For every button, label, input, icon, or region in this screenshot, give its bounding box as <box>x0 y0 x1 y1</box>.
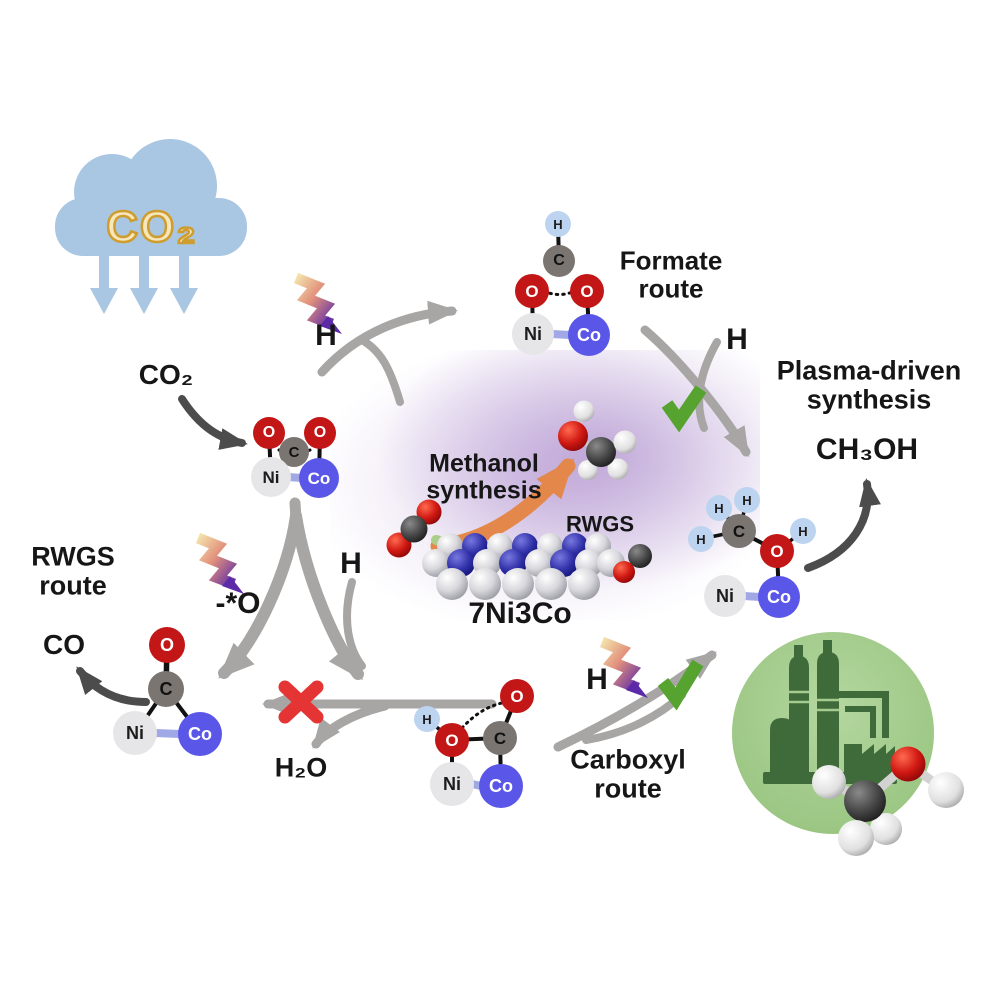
atom-c: C <box>148 671 184 707</box>
minus-o-label: -*O <box>215 587 261 621</box>
carboxyl-route-label: Carboxyl route <box>570 744 686 803</box>
rwgs-route-label: RWGS route <box>31 541 115 600</box>
atom-co: Co <box>178 712 222 756</box>
methanol-3d-top-icon <box>558 400 637 480</box>
atom-o: O <box>500 679 534 713</box>
h2o-label: H₂O <box>274 752 328 783</box>
atom-c: C <box>483 721 517 755</box>
check-icon <box>657 659 704 711</box>
co-label: CO <box>43 629 85 661</box>
atom-ni: Ni <box>704 575 746 617</box>
cloud-arrows-icon <box>90 256 198 314</box>
methanol-3d-ballstick-icon <box>812 746 964 856</box>
atom-h: H <box>414 706 440 732</box>
plasma-synthesis-label: Plasma-driven synthesis <box>776 355 962 414</box>
co2-feed-label: CO₂ <box>138 359 194 391</box>
co-3d-icon <box>613 544 652 583</box>
h-step-methoxy-label: H <box>726 323 748 357</box>
atom-o: O <box>435 723 469 757</box>
atom-c: C <box>722 514 756 548</box>
atom-co: Co <box>568 314 610 356</box>
atom-ni: Ni <box>251 457 291 497</box>
rwgs-center-label: RWGS <box>565 511 635 537</box>
atom-co: Co <box>299 458 339 498</box>
h-step-carboxyl-label: H <box>586 663 608 697</box>
atom-h: H <box>790 518 816 544</box>
catalyst-cluster-icon <box>422 533 625 600</box>
cross-icon <box>278 680 324 724</box>
methanol-synthesis-label: Methanol synthesis <box>426 449 542 504</box>
atom-o: O <box>515 274 549 308</box>
atom-o: O <box>253 417 285 449</box>
check-icon <box>661 385 707 433</box>
atom-c: C <box>543 245 575 277</box>
h-step-split-label: H <box>340 547 362 581</box>
atom-ni: Ni <box>113 711 157 755</box>
formate-route-label: Formate route <box>619 245 723 303</box>
atom-co: Co <box>758 576 800 618</box>
atom-h: H <box>545 211 571 237</box>
plasma-bolt-icon <box>293 272 342 334</box>
atom-o: O <box>570 274 604 308</box>
catalyst-label: 7Ni3Co <box>468 597 572 631</box>
co2-3d-icon <box>386 499 442 558</box>
atom-h: H <box>688 526 714 552</box>
atom-o: O <box>760 534 794 568</box>
atom-co: Co <box>479 764 523 808</box>
atom-ni: Ni <box>430 762 474 806</box>
co2-cloud-icon <box>55 139 247 256</box>
atom-ni: Ni <box>512 313 554 355</box>
h-step-formate-label: H <box>315 319 337 353</box>
cloud-co2-label: CO₂ <box>105 202 198 252</box>
atom-h: H <box>734 487 760 513</box>
plasma-bolt-icon <box>599 636 648 698</box>
factory-column-bands <box>789 690 839 712</box>
atom-o: O <box>149 627 185 663</box>
ch3oh-label: CH₃OH <box>815 433 919 467</box>
plasma-bolt-icon <box>195 532 244 594</box>
atom-o: O <box>304 417 336 449</box>
dark-arrows <box>76 395 881 706</box>
industry-circle <box>732 632 934 834</box>
